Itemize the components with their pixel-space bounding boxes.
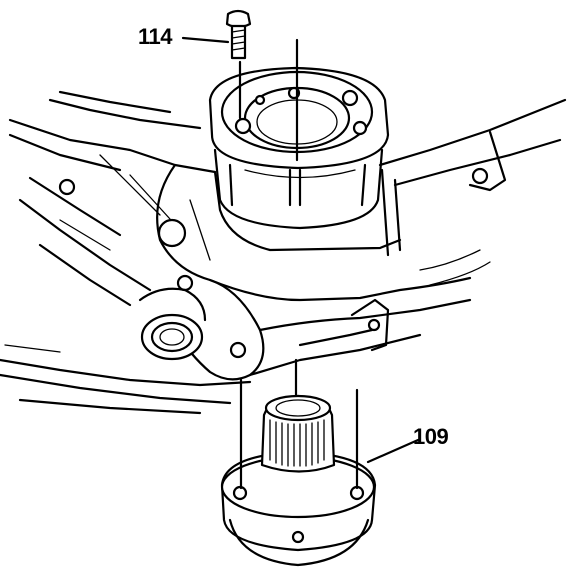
- bearing-housing: [208, 38, 390, 230]
- wheel-hub-109: [220, 358, 377, 567]
- callout-label-109: 109: [413, 424, 449, 449]
- callout-label-114: 114: [138, 24, 173, 49]
- knuckle-frame: [0, 90, 567, 415]
- leader-lines: [181, 36, 420, 464]
- leader-114: [181, 36, 230, 44]
- bolt-114: [225, 9, 252, 60]
- leader-109: [366, 438, 420, 464]
